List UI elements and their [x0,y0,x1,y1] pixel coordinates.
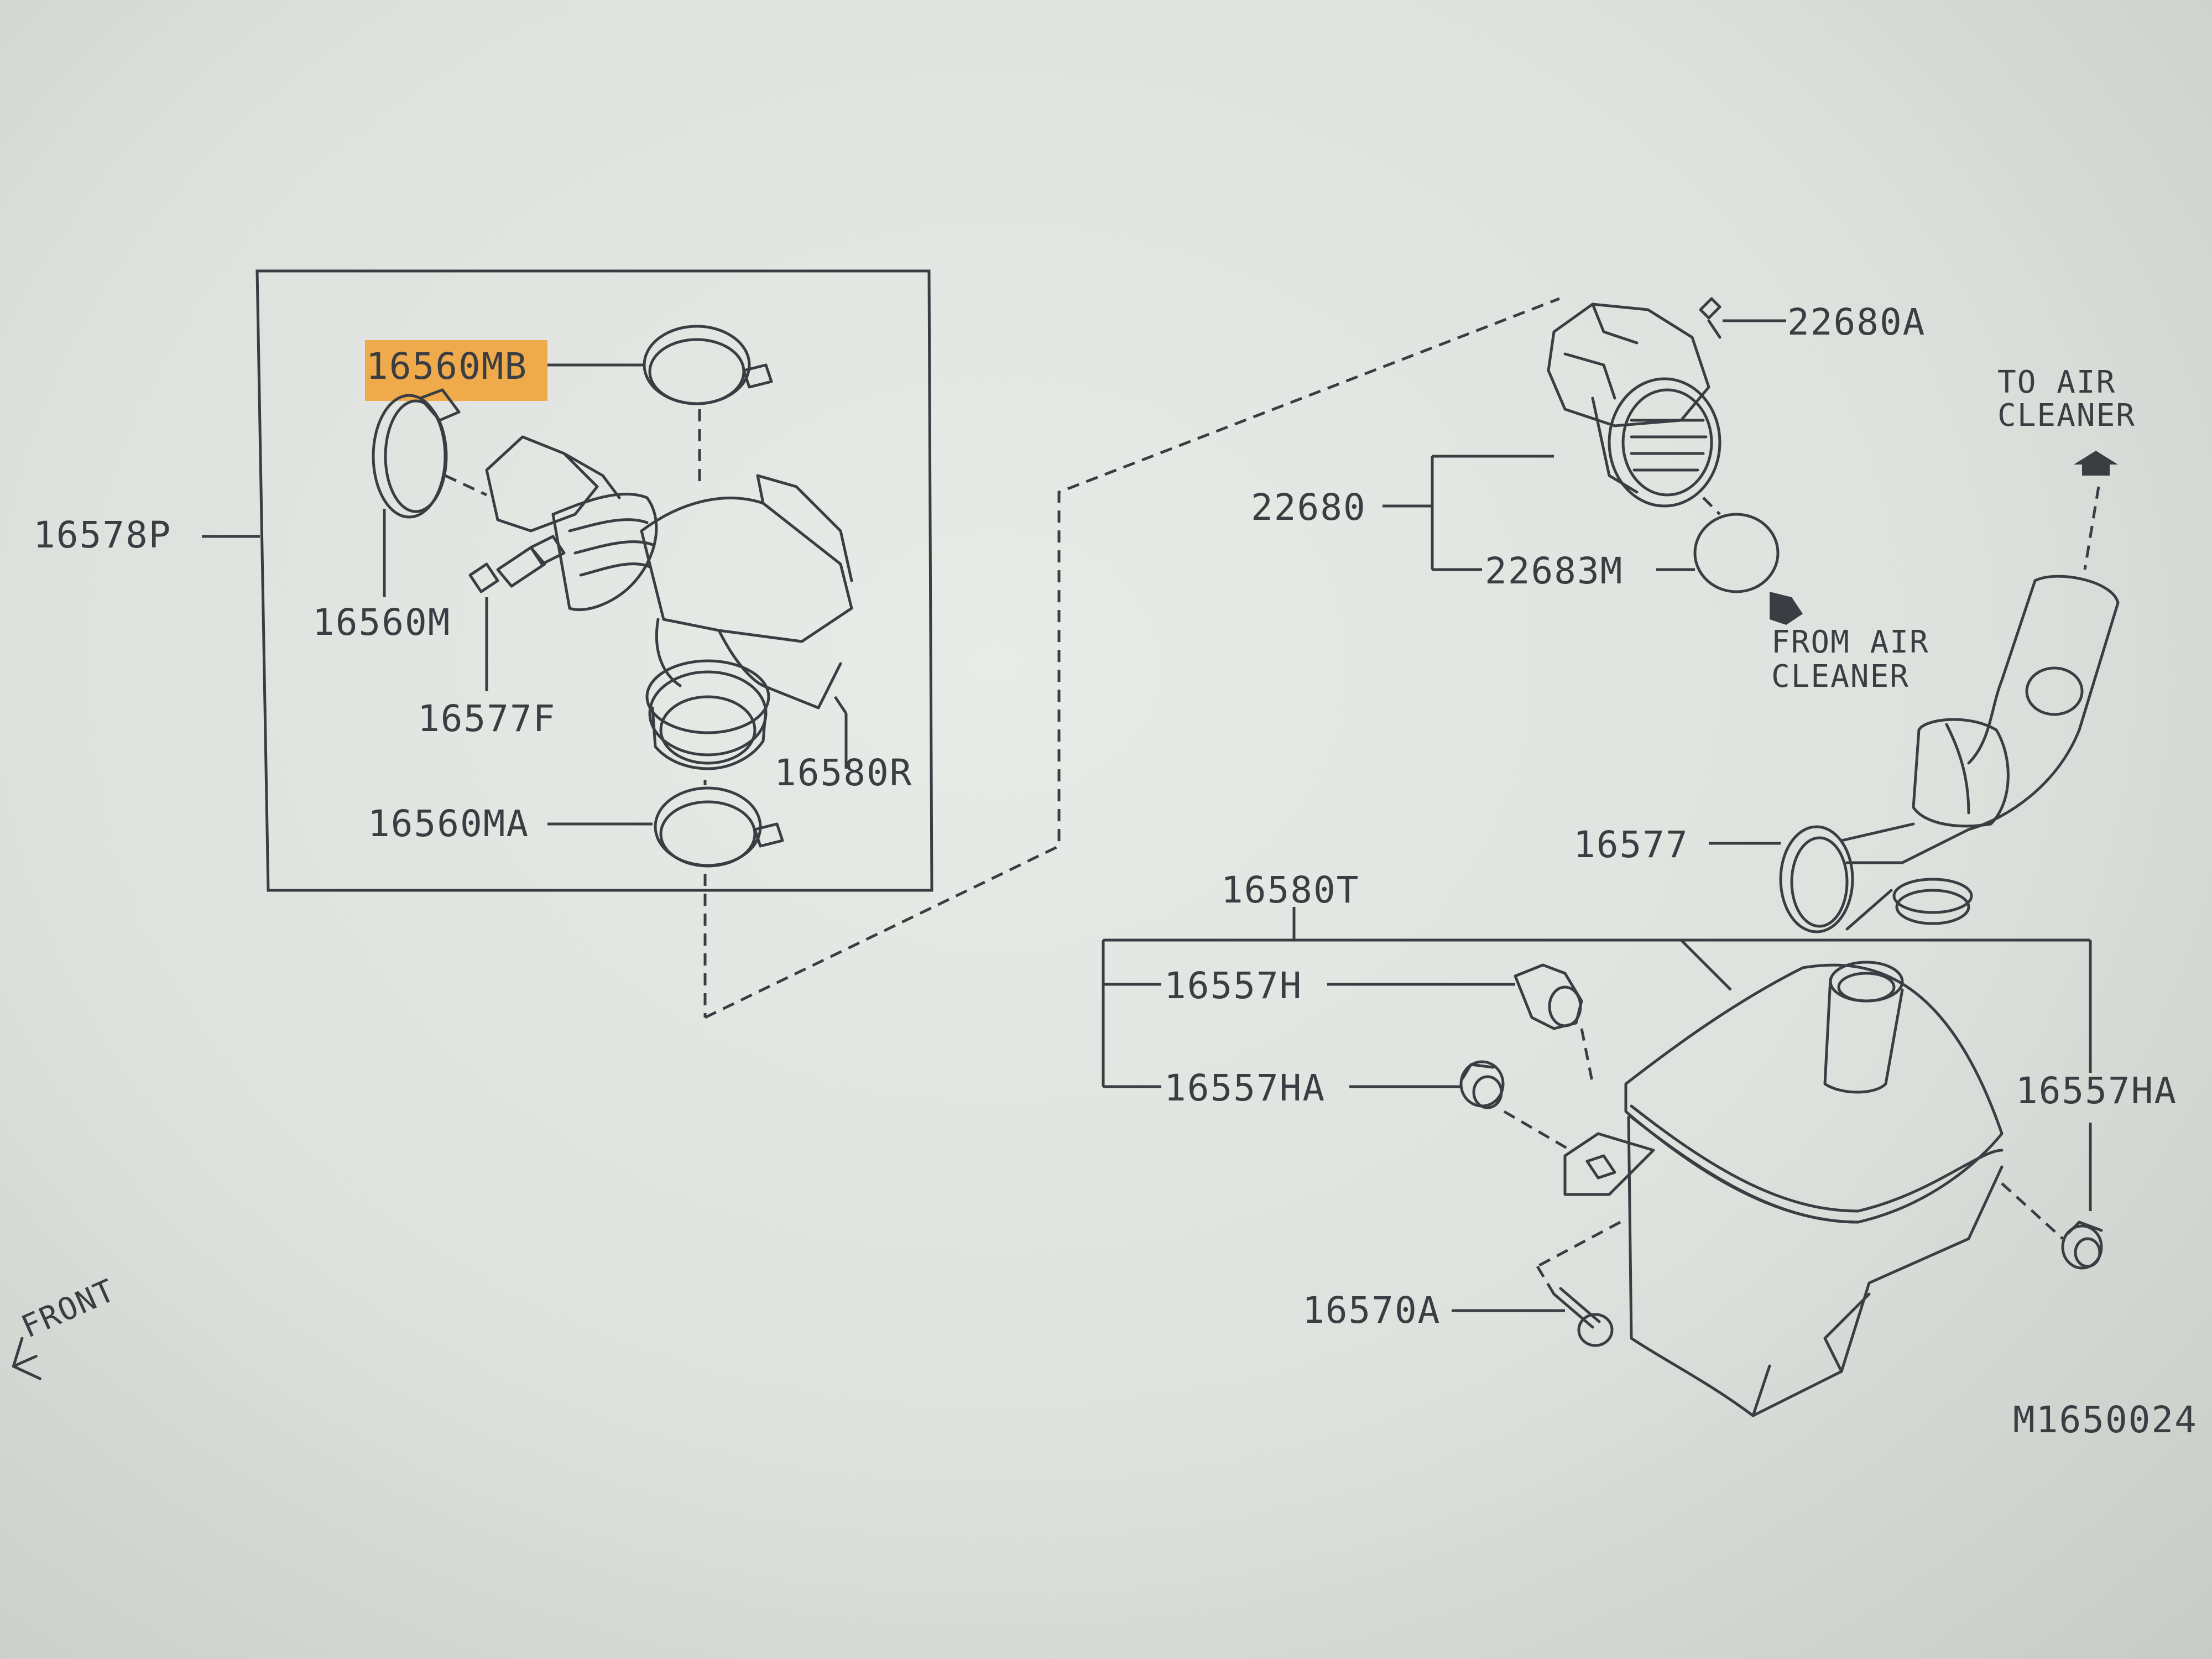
air-cleaner-box [1624,961,2004,1417]
duct-16580R [485,435,853,770]
label-16577F: 16577F [418,697,556,740]
clamp-16560MB [643,325,773,405]
label-16557H: 16557H [1164,964,1302,1007]
label-16560MB: 16560MB [366,345,528,388]
bolt-16570A [1552,1287,1614,1347]
connector-dashed [704,297,1560,1019]
front-arrow-icon [12,1337,42,1380]
arrow-from-air-cleaner [1770,592,1803,625]
label-16578P: 16578P [33,514,171,556]
label-16580R: 16580R [774,752,912,794]
maf-sensor-22680 [1547,297,1721,508]
label-22683M: 22683M [1485,550,1623,592]
label-from-air-1: FROM AIR [1771,624,1929,660]
label-16577: 16577 [1573,823,1689,866]
clamp-16560MA [654,786,784,868]
sensor-16577F [468,535,566,593]
clip-bracket [1563,1132,1655,1196]
label-16560MA: 16560MA [368,802,529,845]
resonator-16577 [1779,575,2120,933]
bushing-16557HA-right [2061,1220,2103,1270]
label-diagram-id: M1650024 [2013,1399,2198,1441]
seal-22683M [1693,513,1780,593]
label-22680A: 22680A [1787,301,1926,343]
label-16570A: 16570A [1302,1289,1441,1332]
highlight-16560MB [365,340,547,401]
arrow-to-air-cleaner [2074,451,2118,476]
label-16557HA-right: 16557HA [2016,1070,2177,1112]
clamp-16560M [372,388,461,519]
label-16557HA-left: 16557HA [1164,1067,1326,1109]
inset-box [255,269,933,892]
label-front: FRONT [16,1272,121,1345]
bushing-16557H [1514,963,1583,1030]
label-to-air-2: CLEANER [1997,398,2136,434]
bushing-16557HA-left [1459,1060,1505,1109]
label-16560M: 16560M [312,601,451,644]
label-22680: 22680 [1251,486,1366,529]
label-to-air-1: TO AIR [1997,364,2116,400]
label-16580T: 16580T [1221,869,1359,911]
label-from-air-2: CLEANER [1771,659,1910,695]
